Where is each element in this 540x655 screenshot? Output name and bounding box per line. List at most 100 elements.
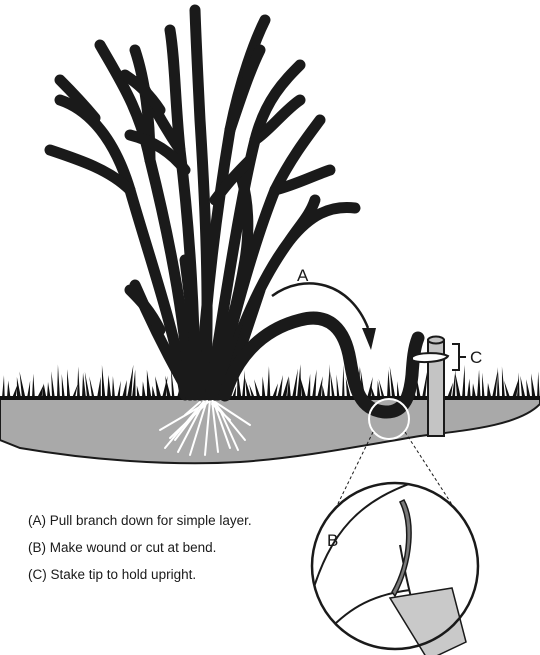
grass-blade	[127, 364, 134, 398]
grass-blade	[112, 376, 116, 398]
stake-tie	[411, 352, 450, 364]
grass-blade	[482, 372, 485, 398]
grass-blade	[249, 384, 255, 398]
caption-b: (B) Make wound or cut at bend.	[28, 540, 217, 555]
wound-cut	[391, 499, 412, 598]
grass-blade	[462, 364, 466, 398]
grass-blade	[42, 383, 47, 398]
grass-blade	[282, 375, 289, 398]
shrub	[44, 4, 425, 419]
grass-blade	[146, 369, 152, 398]
label-a: A	[297, 266, 309, 285]
grass-blade	[170, 366, 175, 398]
grass-blade	[2, 375, 5, 398]
grass-blade	[136, 385, 141, 398]
grass-blade	[16, 376, 22, 398]
arrow-a	[271, 282, 370, 329]
grass-blade	[317, 376, 323, 398]
grass-blade	[512, 378, 519, 398]
grass-blade	[57, 364, 60, 398]
detail-border	[310, 481, 480, 651]
grass-blade	[72, 384, 78, 398]
layered-branch	[218, 311, 425, 419]
grass-blade	[101, 364, 106, 398]
grass-blade	[297, 364, 302, 398]
detail-magnifier	[310, 481, 480, 655]
grass-blade	[370, 384, 376, 398]
grass-blade	[416, 375, 421, 398]
grass-blade	[287, 376, 291, 398]
grass-blade	[272, 383, 278, 398]
grass-blade	[477, 369, 481, 398]
grass-blade	[142, 381, 146, 398]
grass-blade	[61, 373, 65, 398]
grass-blade	[327, 364, 330, 398]
grass-blade	[342, 364, 345, 398]
grass-blade	[97, 376, 101, 398]
grass-blade	[165, 375, 172, 398]
grass-blade	[322, 384, 326, 398]
grass-blade	[155, 376, 162, 398]
grass-blade	[262, 376, 266, 398]
grass-blade	[51, 371, 55, 398]
grass-blade	[107, 375, 112, 398]
grass-blade	[467, 378, 471, 398]
grass-blade	[330, 371, 335, 398]
grass-blade	[82, 372, 87, 398]
grass-blade	[67, 368, 71, 398]
grass-blade	[292, 368, 298, 398]
caption-c: (C) Stake tip to hold upright.	[28, 567, 197, 582]
grass-blade	[277, 375, 283, 398]
grass-blade	[336, 374, 340, 398]
grass-blade	[84, 371, 90, 398]
soil	[0, 397, 540, 465]
caption-a: (A) Pull branch down for simple layer.	[28, 513, 252, 528]
grass-blade	[267, 366, 271, 398]
grass-blade	[32, 373, 35, 398]
grass-blade	[389, 366, 396, 398]
grass-blade	[360, 367, 366, 398]
grass-blade	[12, 384, 18, 398]
grass-blade	[472, 383, 477, 398]
grass-blade	[387, 369, 391, 398]
grass-blade	[378, 378, 385, 398]
grass-blade	[312, 369, 317, 398]
grass-blade	[299, 376, 307, 398]
zoom-line-right	[404, 431, 463, 521]
grass-blade	[47, 381, 51, 398]
grass-blade	[367, 376, 373, 398]
grass-blade	[122, 380, 127, 398]
knife-blade	[388, 587, 467, 655]
grass-blade	[77, 366, 80, 398]
grass-blade	[526, 379, 531, 398]
grass-blade	[19, 371, 26, 398]
grass-blade	[520, 375, 526, 398]
grass-blade	[537, 371, 540, 398]
grass-blade	[117, 380, 121, 398]
grass-blade	[492, 369, 498, 398]
grass-blade	[497, 366, 500, 398]
label-b: B	[327, 531, 338, 550]
grass-blade	[397, 381, 400, 398]
grass-blade	[455, 373, 461, 398]
grass-blade	[345, 377, 351, 398]
grass-blade	[132, 369, 136, 398]
roots	[159, 399, 251, 456]
grass-blade	[487, 382, 492, 398]
grass-blade	[7, 380, 11, 398]
grass-blade	[422, 366, 429, 398]
grass-blade	[452, 368, 456, 398]
grass-blade	[447, 382, 454, 398]
grass-blade	[37, 384, 44, 398]
bracket-c	[452, 343, 466, 371]
grass-blade	[89, 376, 95, 398]
grass-blade	[377, 380, 381, 398]
stake-top	[427, 335, 445, 345]
grass-blade	[232, 385, 237, 398]
grass-blade	[530, 373, 536, 398]
bend-marker-circle	[368, 398, 410, 440]
grass-blade	[501, 366, 505, 398]
grass-blade	[307, 373, 311, 398]
